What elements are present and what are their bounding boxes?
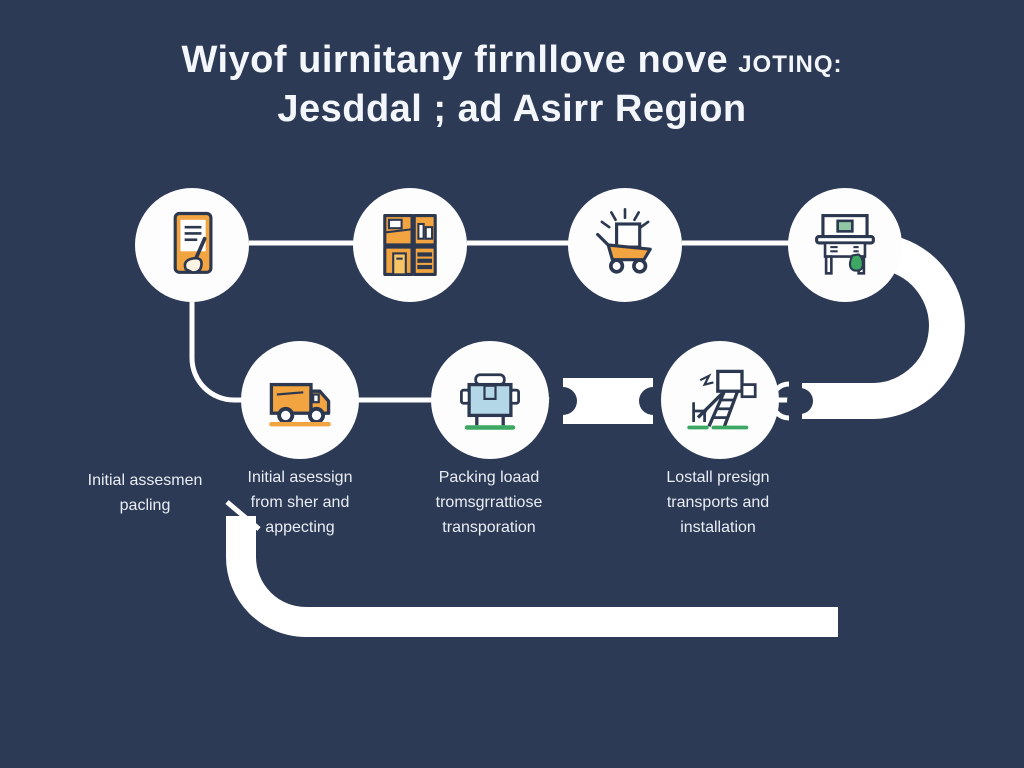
step-circle-truck xyxy=(241,341,359,459)
infographic-title: Wiyof uirnitany firnllove nove JOTINQ: Je… xyxy=(0,39,1024,131)
appliance-icon xyxy=(460,373,520,430)
label-line: Initial asessign xyxy=(247,469,353,486)
elbow-connector xyxy=(189,300,244,403)
desk-monitor-icon xyxy=(815,214,875,275)
title-line-1: Wiyof uirnitany firnllove nove JOTINQ: xyxy=(0,39,1024,82)
label-line: from sher and xyxy=(250,494,350,511)
label-line: Initial assesmen xyxy=(87,472,203,489)
step-circle-cart xyxy=(568,188,682,302)
step-label-1: Initial assesmen pacling xyxy=(35,468,255,518)
step-label-3: Packing loaad tromsgrrattiose transporat… xyxy=(394,465,584,540)
pipe-segment xyxy=(549,378,667,424)
title-line-1-suffix: JOTINQ: xyxy=(738,51,843,78)
delivery-truck-icon xyxy=(269,382,331,427)
packed-boxes-icon xyxy=(383,214,437,276)
label-line: pacling xyxy=(119,497,171,514)
title-line-1-main: Wiyof uirnitany firnllove nove xyxy=(181,39,729,81)
label-line: appecting xyxy=(265,519,335,536)
step-circle-packing xyxy=(353,188,467,302)
cart-box-icon xyxy=(596,207,652,274)
bottom-curve-band xyxy=(225,500,838,637)
step-circle-installation xyxy=(661,341,779,459)
ladder-installation-icon xyxy=(687,369,757,430)
label-line: transports and xyxy=(666,494,770,511)
step-label-4: Lostall presign transports and installat… xyxy=(623,465,813,540)
label-line: transporation xyxy=(442,519,536,536)
clipboard-hand-icon xyxy=(173,211,213,274)
step-label-2: Initial asessign from sher and appecting xyxy=(205,465,395,540)
label-line: tromsgrrattiose xyxy=(435,494,543,511)
label-line: Packing loaad xyxy=(438,469,540,486)
label-line: Lostall presign xyxy=(666,469,770,486)
step-circle-desk xyxy=(788,188,902,302)
step-circle-assessment xyxy=(135,188,249,302)
label-line: installation xyxy=(680,519,756,536)
title-line-2: Jesddal ; ad Asirr Region xyxy=(277,87,747,130)
step-circle-appliance xyxy=(431,341,549,459)
